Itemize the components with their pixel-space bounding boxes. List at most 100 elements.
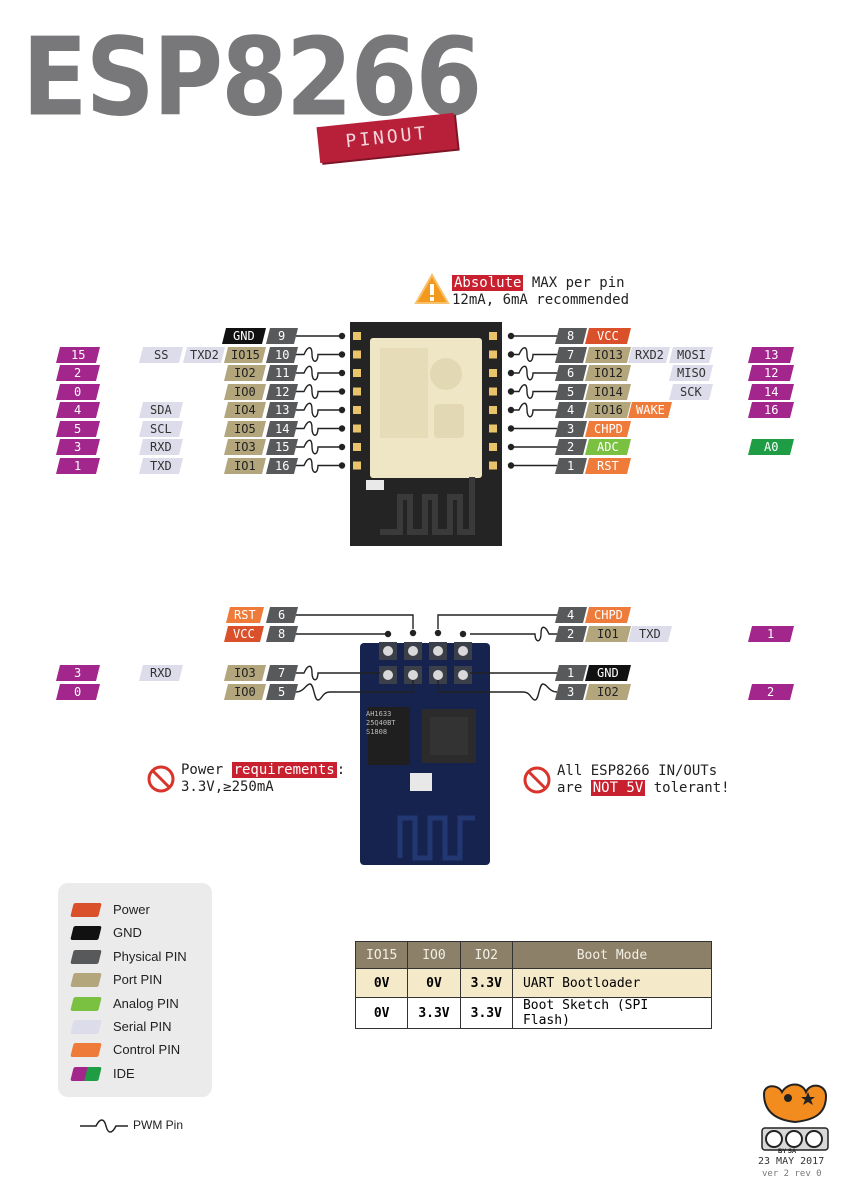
pin-serial-label: MISO bbox=[669, 365, 713, 381]
table-row: 0V 3.3V 3.3V Boot Sketch (SPI Flash) bbox=[354, 997, 712, 1029]
pin-number: 5 bbox=[266, 684, 298, 700]
footer-date: 23 MAY 2017 bbox=[758, 1156, 825, 1167]
pin-port-label: IO2 bbox=[585, 684, 631, 700]
pin-port-label: IO4 bbox=[224, 402, 266, 418]
pin-serial-label: RXD2 bbox=[628, 346, 670, 363]
legend-swatch bbox=[70, 1066, 102, 1081]
pin-serial-label-text: MOSI bbox=[676, 347, 706, 362]
pin-connector bbox=[511, 402, 557, 418]
pin-ide-label: 1 bbox=[56, 457, 100, 474]
pin-serial-label-text: RXD bbox=[150, 666, 172, 680]
table-cell: UART Bootloader bbox=[511, 968, 712, 998]
chip-text-line: 25Q40BT bbox=[366, 719, 396, 727]
pin-port-label-text: IO4 bbox=[234, 403, 256, 417]
pin-port-label: IO12 bbox=[585, 365, 631, 381]
pin-number-text: 15 bbox=[274, 440, 290, 454]
pin-port-label: RST bbox=[226, 607, 264, 623]
pin-port-label-text: CHPD bbox=[593, 421, 623, 436]
esp12-pad bbox=[489, 424, 497, 433]
pin-number-text: 7 bbox=[567, 347, 575, 362]
pin-connector bbox=[296, 384, 342, 399]
pin-number: 1 bbox=[555, 457, 587, 474]
tolerance-note-highlight: NOT 5V bbox=[590, 780, 646, 796]
power-note-suffix: : bbox=[336, 762, 346, 778]
legend-swatch bbox=[70, 903, 102, 917]
pin-serial-label: RXD bbox=[139, 665, 183, 681]
pin-port-label-text: IO3 bbox=[234, 666, 256, 680]
pin-number-text: 5 bbox=[567, 384, 575, 399]
pin-number: 7 bbox=[266, 665, 298, 681]
pin-port-label: IO0 bbox=[224, 684, 266, 700]
pin-serial-label: MOSI bbox=[669, 346, 713, 363]
pin-ide-label-text: 13 bbox=[763, 347, 779, 362]
pin-number-text: 1 bbox=[567, 666, 575, 680]
pin-ide-label: 0 bbox=[56, 383, 100, 400]
tolerance-note-line1: All ESP8266 IN/OUTs bbox=[557, 763, 718, 779]
footer-version: ver 2 rev 0 bbox=[762, 1169, 822, 1179]
pin-ide-label: 2 bbox=[748, 684, 794, 700]
pin-number: 14 bbox=[266, 420, 298, 437]
pin-port-label-text: RST bbox=[597, 458, 619, 473]
pin-number: 4 bbox=[555, 607, 587, 623]
legend-label: Analog PIN bbox=[113, 995, 179, 1011]
legend-swatch bbox=[70, 973, 102, 988]
pin-ide-label-text: 1 bbox=[74, 458, 82, 473]
pin-dot bbox=[434, 629, 442, 637]
pin-port-label: IO1 bbox=[585, 626, 631, 642]
pin-dot bbox=[459, 630, 467, 638]
legend-swatch bbox=[70, 1020, 102, 1034]
pin-number: 1 bbox=[555, 665, 587, 681]
esp12-pad bbox=[353, 369, 361, 377]
no-entry-icon bbox=[523, 766, 551, 794]
pin-number: 5 bbox=[555, 383, 587, 400]
pin-ide-label: 16 bbox=[748, 402, 794, 418]
pin-connector bbox=[296, 347, 342, 362]
pin-connector bbox=[296, 439, 342, 455]
table-header: IO2 bbox=[459, 941, 513, 969]
pin-number: 2 bbox=[555, 626, 587, 642]
pin-number-text: 1 bbox=[567, 458, 575, 473]
pin-serial-label-text: RXD bbox=[150, 440, 172, 454]
tolerance-note-prefix: are bbox=[557, 780, 591, 796]
pwm-wave-icon bbox=[80, 1119, 128, 1133]
pin-number-text: 4 bbox=[567, 403, 575, 417]
warning-note: Absolute MAX per pin 12mA, 6mA recommend… bbox=[452, 275, 629, 309]
pin-port-label-text: IO13 bbox=[593, 347, 623, 362]
pin-serial-label: SDA bbox=[139, 402, 183, 418]
pin-port-label: IO3 bbox=[224, 439, 266, 455]
esp12-pad bbox=[353, 424, 361, 433]
table-header: Boot Mode bbox=[511, 941, 712, 969]
pin-number: 7 bbox=[555, 346, 587, 363]
pin-number-text: 7 bbox=[278, 666, 286, 680]
pin-port-label-text: GND bbox=[233, 329, 255, 343]
pin-port-label: RST bbox=[585, 457, 631, 474]
pin-number-text: 2 bbox=[567, 627, 575, 641]
pin-port-label: VCC bbox=[585, 328, 631, 344]
pin-number-text: 8 bbox=[278, 627, 286, 641]
warning-highlight: Absolute bbox=[452, 275, 524, 291]
pin-port-label: IO1 bbox=[224, 457, 266, 474]
pin-serial-label: TXD bbox=[628, 626, 672, 642]
pin-ide-label: 5 bbox=[56, 420, 100, 437]
pin-number-text: 3 bbox=[567, 685, 575, 699]
esp12-pad bbox=[489, 443, 497, 451]
legend-swatch bbox=[70, 949, 102, 964]
pin-control-label: WAKE bbox=[628, 402, 672, 418]
creative-commons-logo bbox=[761, 1083, 829, 1151]
pin-ide-label-text: 0 bbox=[74, 384, 82, 399]
pin-port-label-text: IO1 bbox=[234, 458, 256, 473]
header-pin-hole bbox=[458, 646, 468, 656]
pin-number: 12 bbox=[266, 383, 298, 400]
pin-port-label-text: RST bbox=[234, 608, 256, 622]
pin-number-text: 5 bbox=[278, 685, 286, 699]
pin-port-label: IO5 bbox=[224, 420, 266, 437]
page-title: ESP8266 bbox=[22, 15, 482, 141]
pin-number: 6 bbox=[555, 365, 587, 381]
esp12-pad bbox=[489, 332, 497, 340]
pin-serial-label: SS bbox=[139, 346, 183, 363]
pin-ide-label: 3 bbox=[56, 665, 100, 681]
pin-ide-label-text: 4 bbox=[74, 403, 82, 417]
chip-text-line: AH1633 bbox=[366, 710, 392, 718]
warning-line2: 12mA, 6mA recommended bbox=[452, 292, 630, 308]
